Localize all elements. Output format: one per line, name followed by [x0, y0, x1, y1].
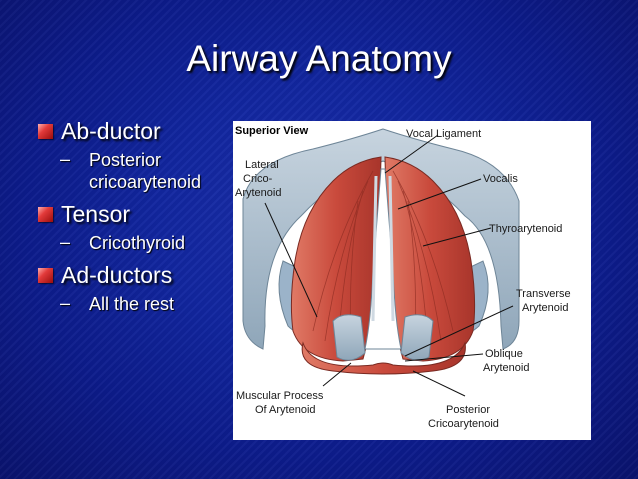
dash-icon: – — [60, 293, 71, 313]
label-vocalis: Vocalis — [483, 173, 518, 185]
label-oblique: Oblique — [485, 348, 523, 360]
sub-bullet-item: – All the rest — [38, 293, 238, 315]
label-transverse: Arytenoid — [522, 302, 568, 314]
bullet-square-icon — [38, 124, 53, 139]
bullet-item: Ad-ductors — [38, 262, 238, 289]
bullet-square-icon — [38, 268, 53, 283]
sub-bullet-item: – Posterior cricoarytenoid — [38, 149, 238, 193]
label-posterior: Posterior — [446, 404, 490, 416]
label-thyroarytenoid: Thyroarytenoid — [489, 223, 562, 235]
sub-bullet-line: cricoarytenoid — [89, 172, 202, 192]
bullet-list: Ab-ductor – Posterior cricoarytenoid Ten… — [38, 118, 238, 323]
label-oblique: Arytenoid — [483, 362, 529, 374]
label-muscular-process: Of Arytenoid — [255, 404, 316, 416]
view-title: Superior View — [235, 125, 309, 137]
dash-icon: – — [60, 149, 71, 169]
bullet-square-icon — [38, 207, 53, 222]
slide-title: Airway Anatomy — [186, 38, 452, 79]
sub-bullet-line: All the rest — [89, 294, 175, 314]
bullet-item: Ab-ductor — [38, 118, 238, 145]
label-muscular-process: Muscular Process — [236, 390, 324, 402]
arytenoid-left — [332, 314, 366, 361]
bullet-label: Ab-ductor — [61, 118, 161, 144]
sub-bullet-line: Cricothyroid — [89, 233, 186, 253]
sub-bullet-line: Posterior — [89, 150, 162, 170]
label-lateral: Crico- — [243, 173, 273, 185]
dash-icon: – — [60, 232, 71, 252]
posterior-muscles — [301, 341, 466, 375]
label-posterior: Cricoarytenoid — [428, 418, 499, 430]
bullet-label: Tensor — [61, 201, 131, 227]
sub-bullet-item: – Cricothyroid — [38, 232, 238, 254]
arytenoid-right — [400, 314, 434, 361]
label-lateral: Arytenoid — [235, 187, 281, 199]
bullet-item: Tensor — [38, 201, 238, 228]
larynx-diagram: Superior View Vocal Ligament Lateral Cri… — [233, 121, 591, 440]
label-lateral: Lateral — [245, 159, 279, 171]
label-vocal-ligament: Vocal Ligament — [406, 128, 481, 140]
larynx-illustration: Superior View Vocal Ligament Lateral Cri… — [235, 125, 571, 430]
bullet-label: Ad-ductors — [61, 262, 173, 288]
thyroid-cartilage — [242, 128, 520, 350]
label-transverse: Transverse — [516, 288, 571, 300]
